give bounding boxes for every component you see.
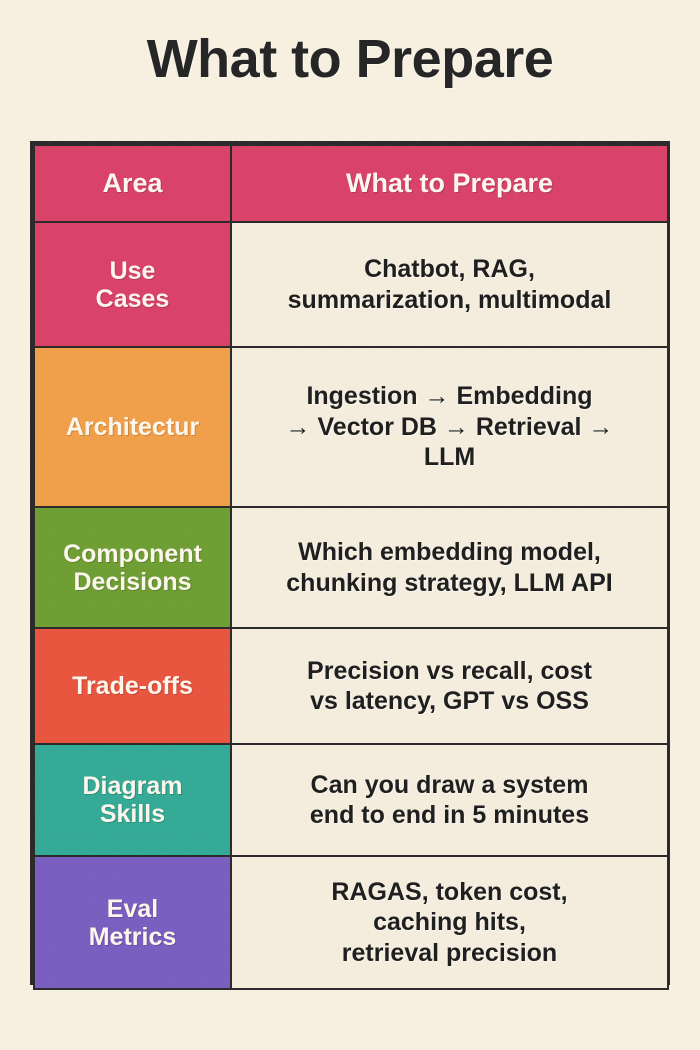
area-label-diagram-skills: Diagram Skills: [33, 743, 232, 857]
table-row: Diagram Skills Can you draw a system end…: [33, 743, 669, 857]
area-label-line: Cases: [95, 284, 170, 313]
prepare-text-line: retrieval precision: [341, 938, 558, 967]
prepare-text-line: caching hits,: [373, 908, 526, 937]
page-title: What to Prepare: [146, 29, 554, 89]
area-label-use-cases: Use Cases: [33, 221, 232, 348]
prepare-text-line: LLM: [423, 443, 476, 472]
table-row: Use Cases Chatbot, RAG, summarization, m…: [33, 221, 669, 348]
column-header-area: Area: [33, 144, 232, 223]
prepare-text-trade-offs: Precision vs recall, cost vs latency, GP…: [230, 627, 669, 745]
area-label-line: Metrics: [88, 922, 177, 951]
area-label-eval-metrics: Eval Metrics: [33, 855, 232, 990]
area-label-line: Diagram: [82, 772, 183, 800]
prepare-text-component-decisions: Which embedding model, chunking strategy…: [230, 506, 669, 629]
area-label-line: Architectur: [65, 413, 200, 441]
prepare-table-container: Area What to Prepare Use Cases Chatbot, …: [30, 141, 670, 990]
area-label-architecture: Architectur: [33, 346, 232, 508]
table-header-row: Area What to Prepare: [33, 144, 669, 223]
table-row: Eval Metrics RAGAS, token cost, caching …: [33, 855, 669, 990]
prepare-text-line: Chatbot, RAG,: [364, 255, 535, 283]
prepare-text-line: summarization, multimodal: [287, 285, 612, 314]
prepare-text-line: vs latency, GPT vs OSS: [310, 687, 589, 715]
prepare-text-line: Ingestion → Embedding: [306, 382, 593, 411]
prepare-table: Area What to Prepare Use Cases Chatbot, …: [33, 144, 669, 990]
area-label-component-decisions: Component Decisions: [33, 506, 232, 629]
prepare-text-line: chunking strategy, LLM API: [286, 568, 613, 597]
prepare-text-line: RAGAS, token cost,: [331, 877, 568, 906]
area-label-line: Component: [63, 539, 202, 568]
area-label-line: Use: [109, 256, 156, 285]
area-label-line: Eval: [106, 894, 159, 923]
area-label-line: Trade-offs: [72, 672, 193, 700]
prepare-text-architecture: Ingestion → Embedding → Vector DB → Retr…: [230, 346, 669, 508]
prepare-text-line: Can you draw a system: [310, 770, 589, 799]
prepare-text-line: → Vector DB → Retrieval →: [285, 412, 614, 441]
table-row: Component Decisions Which embedding mode…: [33, 506, 669, 629]
prepare-text-diagram-skills: Can you draw a system end to end in 5 mi…: [230, 743, 669, 857]
prepare-text-eval-metrics: RAGAS, token cost, caching hits, retriev…: [230, 855, 669, 990]
area-label-trade-offs: Trade-offs: [33, 627, 232, 745]
area-label-line: Decisions: [73, 567, 192, 596]
column-header-prepare: What to Prepare: [230, 144, 669, 223]
table-row: Architectur Ingestion → Embedding → Vect…: [33, 346, 669, 508]
table-row: Trade-offs Precision vs recall, cost vs …: [33, 627, 669, 745]
prepare-text-line: Which embedding model,: [298, 538, 601, 566]
area-label-line: Skills: [99, 800, 166, 828]
prepare-text-line: end to end in 5 minutes: [309, 801, 590, 829]
prepare-text-use-cases: Chatbot, RAG, summarization, multimodal: [230, 221, 669, 348]
prepare-text-line: Precision vs recall, cost: [307, 656, 592, 685]
